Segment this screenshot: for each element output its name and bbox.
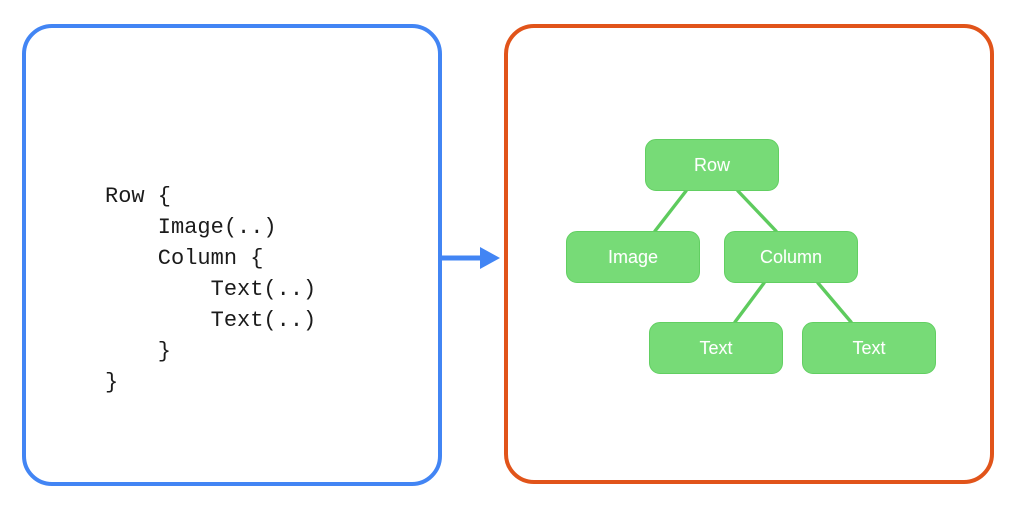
code-snippet: Row { Image(..) Column { Text(..) Text(.… — [105, 184, 317, 395]
tree-panel: Row Image Column Text Text — [504, 24, 994, 484]
tree-node-label: Text — [699, 337, 733, 358]
edge-row-column — [736, 189, 778, 233]
edge-column-text2 — [816, 281, 853, 324]
tree-node-label: Image — [607, 246, 659, 267]
flow-arrow-icon — [440, 247, 500, 269]
tree-node-column[interactable]: Column — [724, 231, 858, 283]
tree-node-text-2[interactable]: Text — [802, 322, 936, 374]
edge-row-image — [653, 189, 688, 233]
tree-node-label: Text — [852, 337, 886, 358]
tree-node-row[interactable]: Row — [645, 139, 779, 191]
edge-column-text1 — [733, 281, 766, 324]
tree-node-text-1[interactable]: Text — [649, 322, 783, 374]
tree-node-label: Column — [759, 246, 823, 267]
tree-node-label: Row — [693, 154, 730, 175]
code-panel: Row { Image(..) Column { Text(..) Text(.… — [22, 24, 442, 486]
tree-node-image[interactable]: Image — [566, 231, 700, 283]
